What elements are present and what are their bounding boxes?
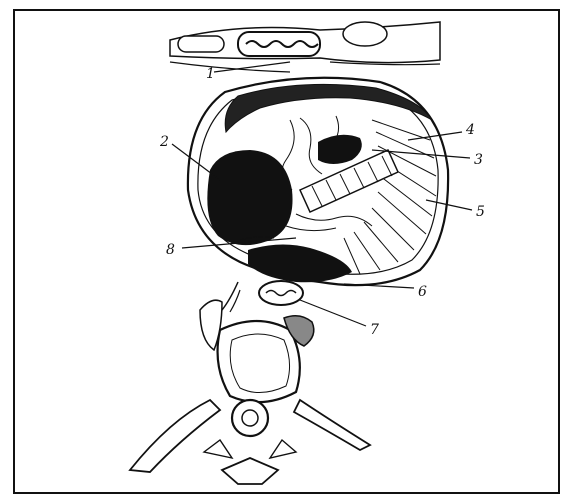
label-3: 3 [474,152,483,168]
right-rib [294,400,370,450]
label-5: 5 [476,204,485,220]
left-rib [130,400,220,472]
label-6: 6 [418,284,427,300]
left-cavity [207,150,292,245]
heart-section [188,78,448,285]
label-2: 2 [159,134,169,150]
sternum [238,32,320,56]
right-costal-cartilage [343,22,387,46]
sternum-region [170,22,440,72]
left-costal-cartilage [178,36,224,52]
vertebral-body [218,321,300,402]
label-4: 4 [465,122,475,138]
label-7: 7 [370,322,379,338]
label-8: 8 [166,242,175,258]
vessel-7 [259,281,303,305]
label-1: 1 [206,66,215,82]
vertebra [130,282,370,484]
spinous-process [222,458,278,484]
